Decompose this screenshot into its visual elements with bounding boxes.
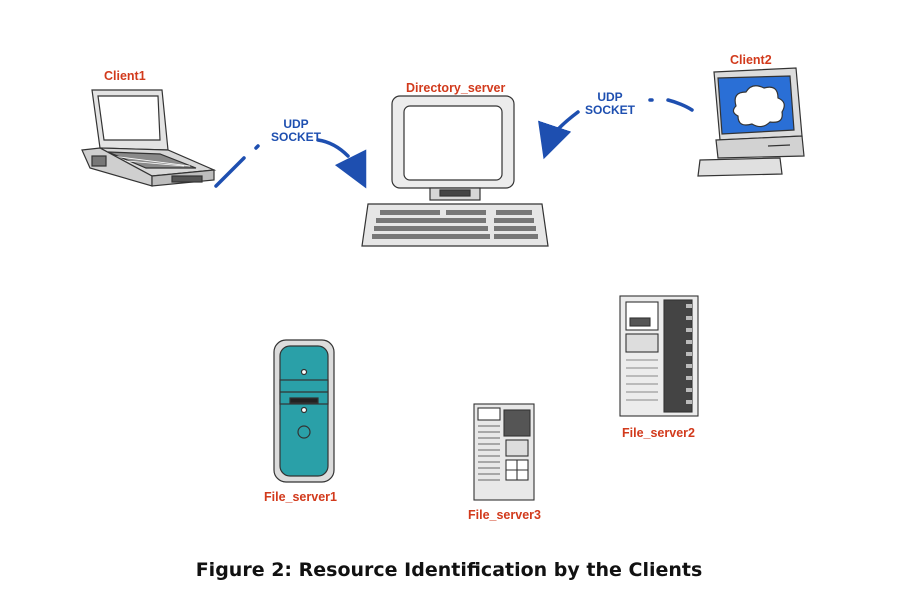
udp-left-protocol: UDP: [283, 117, 309, 131]
file-server1-label: File_server1: [264, 490, 337, 504]
udp-socket-left-label: UDP SOCKET: [260, 118, 332, 144]
udp-left-type: SOCKET: [270, 130, 321, 144]
udp-right-type: SOCKET: [584, 103, 635, 117]
client2-label: Client2: [730, 53, 772, 67]
udp-link-left: [214, 138, 367, 189]
udp-socket-right-label: UDP SOCKET: [574, 91, 646, 117]
figure-caption: Figure 2: Resource Identification by the…: [195, 559, 703, 581]
tower-server-icon: [273, 339, 335, 483]
desktop-computer-icon: [361, 95, 549, 247]
directory-server-label: Directory_server: [406, 81, 506, 95]
tall-server-icon: [619, 295, 699, 417]
workstation-icon: [697, 67, 805, 177]
udp-link-right: [538, 98, 694, 160]
udp-right-protocol: UDP: [597, 90, 623, 104]
rack-server-icon: [473, 403, 535, 501]
file-server3-label: File_server3: [468, 508, 541, 522]
client1-label: Client1: [104, 69, 146, 83]
laptop-icon: [81, 89, 217, 187]
file-server2-label: File_server2: [622, 426, 695, 440]
